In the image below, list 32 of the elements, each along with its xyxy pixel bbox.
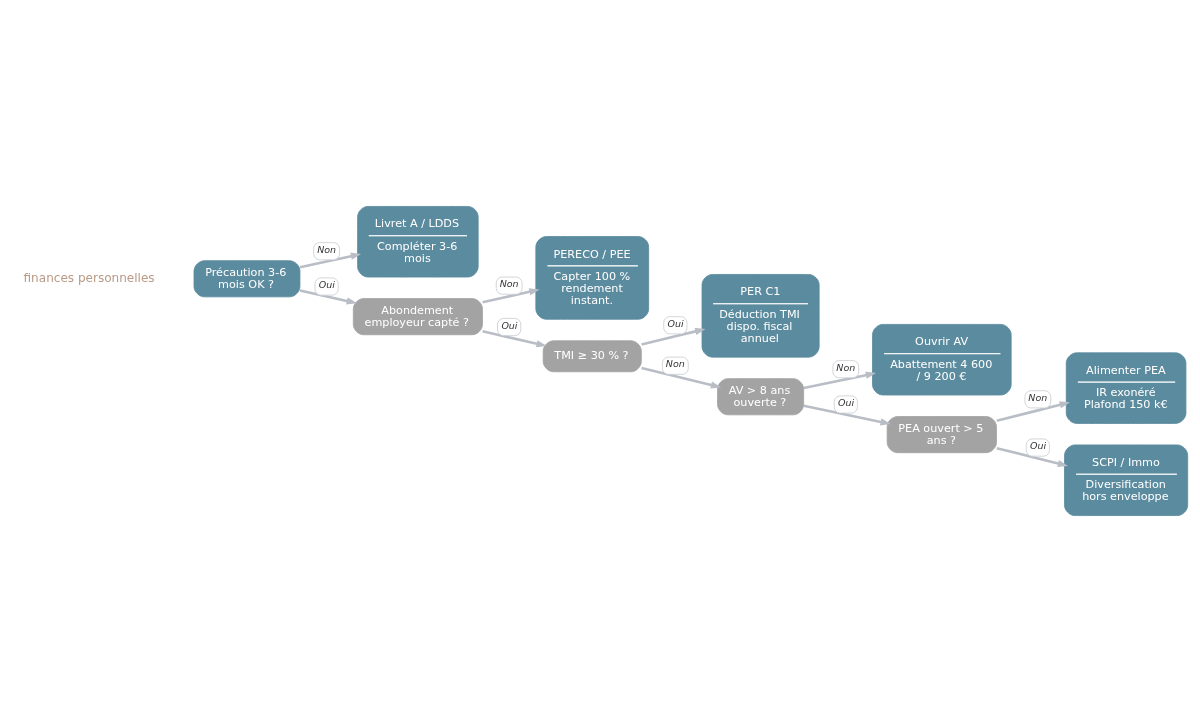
arrow — [803, 371, 877, 389]
node-box: AV > 8 ans ouverte ? — [717, 377, 805, 415]
node-box: PERECO / PEE Capter 100 % rendement instant. — [535, 235, 650, 320]
node-box: Précaution 3-6 mois OK ? — [193, 259, 301, 297]
arrow — [641, 327, 706, 346]
label: finances personnelles — [23, 270, 155, 285]
edge-label: Non — [1028, 391, 1048, 403]
edge-label: Non — [317, 243, 337, 255]
arrow — [299, 252, 362, 269]
edge-label: Oui — [667, 317, 684, 329]
edge-label: Oui — [1030, 439, 1047, 451]
node-box: TMI ≥ 30 % ? — [542, 339, 642, 372]
arrow — [803, 403, 891, 425]
edge-label: Non — [499, 277, 519, 289]
arrow — [482, 329, 547, 347]
edge-label: Oui — [838, 396, 855, 408]
node-box: SCPI / Immo Diversification hors enveloppe — [1064, 444, 1189, 516]
arrow — [996, 446, 1069, 467]
node-box: PER C1 Déduction TMI dispo. fiscal annuel — [701, 273, 820, 358]
edge-label: Non — [665, 357, 685, 369]
node-box: PEA ouvert > 5 ans ? — [886, 415, 997, 453]
arrow — [482, 287, 540, 304]
node-box: Alimenter PEA IR exonéré Plafond 150 k€ — [1065, 351, 1187, 424]
arrow — [996, 400, 1070, 422]
edge-label: Oui — [501, 319, 518, 331]
node-box: Ouvrir AV Abattement 4 600 / 9 200 € — [872, 323, 1012, 395]
edge-label: Oui — [318, 278, 335, 290]
edge-label: Non — [836, 361, 856, 373]
node-box: Abondement employeur capté ? — [352, 297, 483, 335]
arrow — [299, 288, 357, 304]
node-box: Livret A / LDDS Compléter 3-6 mois — [357, 205, 479, 277]
arrow — [641, 366, 722, 388]
